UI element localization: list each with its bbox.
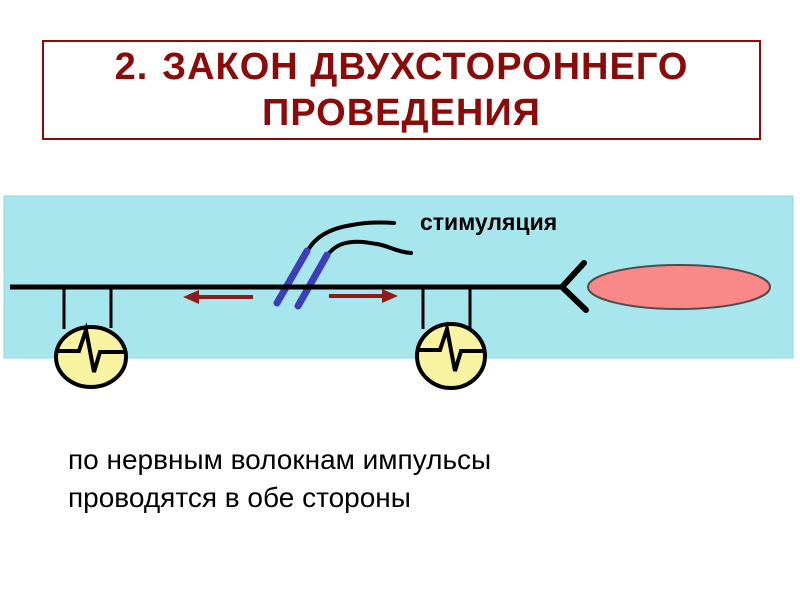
caption-line2: проводятся в обе стороны: [68, 482, 411, 513]
title-box: 2. ЗАКОН ДВУХСТОРОННЕГО ПРОВЕДЕНИЯ: [42, 40, 761, 140]
stimulating-electrode-right: [294, 251, 331, 310]
action-potential-waveform: [57, 322, 125, 373]
left-conduction-arrow: [183, 290, 253, 304]
right-arrowhead: [382, 289, 398, 303]
stimulator-wire-lower: [325, 239, 413, 258]
left-arrowhead: [183, 290, 199, 304]
caption: по нервным волокнам импульсы проводятся …: [68, 441, 491, 517]
stimulating-electrode-left: [273, 247, 311, 307]
title-text-line1: ЗАКОН ДВУХСТОРОННЕГО: [162, 46, 689, 88]
right-conduction-arrow: [329, 289, 398, 303]
stimulator-wire-upper: [305, 220, 396, 254]
oscilloscope-right: [415, 289, 487, 390]
stimulation-label: стимуляция: [420, 209, 557, 235]
oscilloscope-left: [54, 289, 128, 389]
title-number: 2.: [114, 46, 149, 88]
title-text-line2: ПРОВЕДЕНИЯ: [262, 92, 541, 134]
caption-line1: по нервным волокнам импульсы: [68, 444, 492, 475]
nerve-ending-branch: [559, 260, 589, 313]
action-potential-waveform: [418, 321, 484, 372]
muscle-ellipse: [587, 264, 771, 310]
title-line-1: 2. ЗАКОН ДВУХСТОРОННЕГО: [115, 44, 689, 90]
